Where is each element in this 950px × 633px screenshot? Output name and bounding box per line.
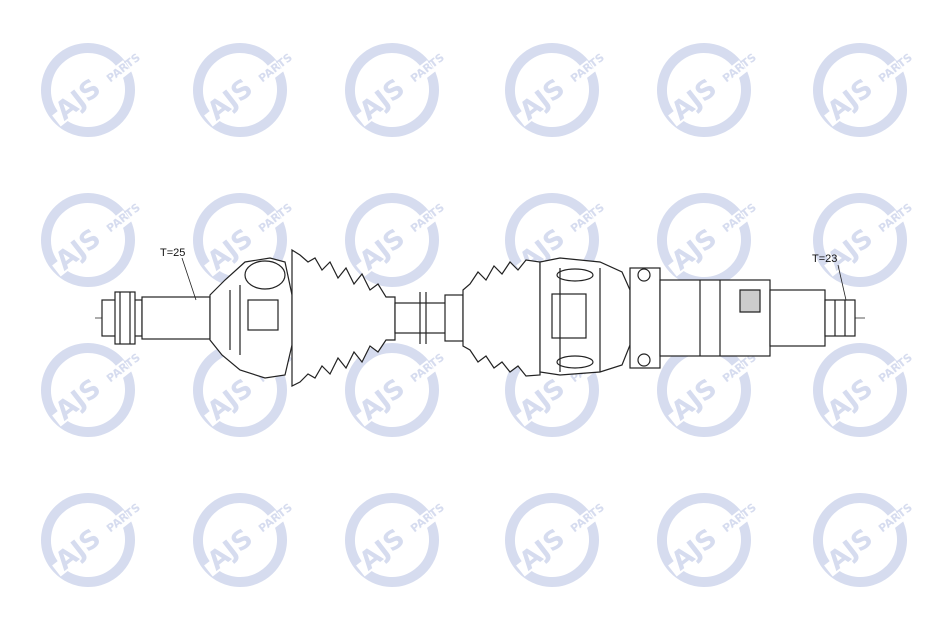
- intermediate-shaft: [394, 292, 466, 344]
- left-spline-label: T=25: [160, 247, 185, 259]
- outer-boot: [291, 248, 396, 387]
- drive-shaft: [95, 248, 865, 387]
- left-stub-shaft: [101, 291, 211, 345]
- right-spline-label: T=23: [812, 253, 837, 265]
- inner-tripod-joint: [539, 257, 631, 376]
- inner-boot: [462, 259, 541, 377]
- right-spline-leader: [837, 264, 847, 301]
- bearing-flange: [629, 267, 771, 369]
- right-stub-shaft: [769, 289, 856, 347]
- left-spline-leader: [181, 257, 197, 301]
